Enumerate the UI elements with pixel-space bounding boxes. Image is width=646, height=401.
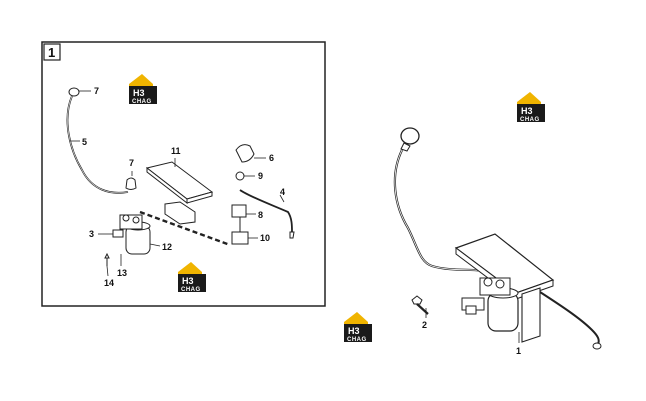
callout-4: 4 bbox=[280, 187, 285, 197]
callout-3: 3 bbox=[89, 229, 94, 239]
callout-7: 7 bbox=[94, 86, 99, 96]
svg-text:CHAG: CHAG bbox=[132, 99, 152, 105]
svg-text:CHAG: CHAG bbox=[347, 337, 367, 343]
brand-logo: H3 CHAG bbox=[178, 262, 206, 293]
brand-logo: H3 CHAG bbox=[517, 92, 545, 123]
callout-1: 1 bbox=[516, 346, 521, 356]
callout-14: 14 bbox=[104, 278, 114, 288]
svg-text:H3: H3 bbox=[348, 326, 360, 336]
callout-13: 13 bbox=[117, 268, 127, 278]
callout-8: 8 bbox=[258, 210, 263, 220]
callout-7: 7 bbox=[129, 158, 134, 168]
callout-11: 11 bbox=[171, 146, 181, 156]
inset-leaders bbox=[70, 90, 285, 277]
svg-text:CHAG: CHAG bbox=[181, 287, 201, 293]
callout-2: 2 bbox=[422, 320, 427, 330]
main-drawing bbox=[393, 127, 602, 350]
brand-logo: H3 CHAG bbox=[129, 74, 157, 105]
callout-9: 9 bbox=[258, 171, 263, 181]
svg-text:H3: H3 bbox=[133, 88, 145, 98]
inset-drawing bbox=[66, 87, 295, 266]
main-leaders bbox=[425, 308, 520, 343]
panel-number: 1 bbox=[48, 45, 55, 60]
callout-6: 6 bbox=[269, 153, 274, 163]
callout-5: 5 bbox=[82, 137, 87, 147]
svg-text:CHAG: CHAG bbox=[520, 117, 540, 123]
svg-text:H3: H3 bbox=[521, 106, 533, 116]
brand-logo: H3 CHAG bbox=[344, 312, 372, 343]
svg-text:H3: H3 bbox=[182, 276, 194, 286]
callout-10: 10 bbox=[260, 233, 270, 243]
callout-12: 12 bbox=[162, 242, 172, 252]
